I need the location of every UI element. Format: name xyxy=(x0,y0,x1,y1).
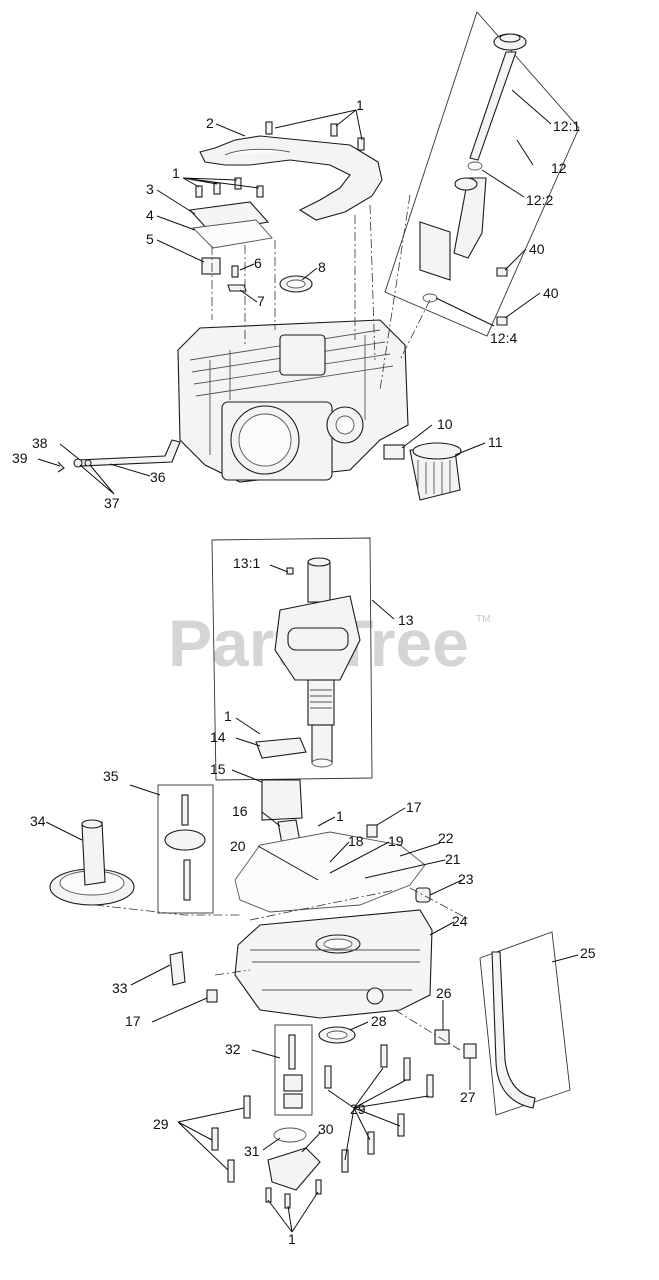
callout-36: 36 xyxy=(150,469,166,485)
callout-6: 6 xyxy=(254,255,262,271)
tube-box xyxy=(479,931,571,1116)
callout-5: 5 xyxy=(146,231,154,247)
tube-25 xyxy=(491,951,536,1109)
callout-35: 35 xyxy=(103,768,119,784)
callout-34: 34 xyxy=(30,813,46,829)
callout-23: 23 xyxy=(458,871,474,887)
oil-filter xyxy=(383,442,462,501)
callout-16: 16 xyxy=(232,803,248,819)
plate-14 xyxy=(255,737,307,759)
callout-20: 20 xyxy=(230,838,246,854)
callout-29-left: 29 xyxy=(153,1116,169,1132)
callout-24: 24 xyxy=(452,913,468,929)
callout-17-bottom: 17 xyxy=(125,1013,141,1029)
bracket xyxy=(199,135,383,221)
callout-4: 4 xyxy=(146,207,154,223)
callout-12: 12 xyxy=(551,160,567,176)
insert-15 xyxy=(261,779,303,821)
callout-32: 32 xyxy=(225,1041,241,1057)
callout-40-b: 40 xyxy=(543,285,559,301)
callout-1-cover: 1 xyxy=(172,165,180,181)
callout-30: 30 xyxy=(318,1121,334,1137)
gasket-22 xyxy=(234,831,426,913)
callout-15: 15 xyxy=(210,761,226,777)
callout-14: 14 xyxy=(210,729,226,745)
part-23 xyxy=(415,887,431,903)
callout-8: 8 xyxy=(318,259,326,275)
fitting-27 xyxy=(463,1043,477,1059)
callout-21: 21 xyxy=(445,851,461,867)
dipstick-group-box xyxy=(384,11,580,337)
callout-1-mid: 1 xyxy=(336,808,344,824)
callout-1-top: 1 xyxy=(356,97,364,113)
callout-12-1: 12:1 xyxy=(553,118,580,134)
callout-27: 27 xyxy=(460,1089,476,1105)
crankshaft xyxy=(274,557,361,768)
camshaft xyxy=(49,819,135,906)
callout-2: 2 xyxy=(206,115,214,131)
callout-40-a: 40 xyxy=(529,241,545,257)
callout-1-plate: 1 xyxy=(224,708,232,724)
watermark-tm: TM xyxy=(476,614,490,625)
part-32-box xyxy=(274,1024,313,1116)
clip-7 xyxy=(227,284,247,292)
crankshaft-group-box xyxy=(211,537,373,781)
callout-22: 22 xyxy=(438,830,454,846)
crankcase-cover xyxy=(234,909,433,1019)
callout-37: 37 xyxy=(104,495,120,511)
governor xyxy=(164,794,206,901)
callout-28: 28 xyxy=(371,1013,387,1029)
callout-18: 18 xyxy=(348,833,364,849)
part-17-top xyxy=(366,824,378,838)
callout-12-2: 12:2 xyxy=(526,192,553,208)
callouts: 1 2 1 3 4 5 6 7 8 12:1 12 12:2 40 40 12:… xyxy=(12,97,596,1247)
fitting-26 xyxy=(434,1029,450,1045)
bolts-top xyxy=(195,121,365,278)
o-ring-31 xyxy=(273,1127,307,1143)
callout-39: 39 xyxy=(12,450,28,466)
gasket xyxy=(192,219,273,249)
part-33 xyxy=(169,951,186,986)
dipstick xyxy=(419,33,527,326)
callout-26: 26 xyxy=(436,985,452,1001)
callout-7: 7 xyxy=(257,293,265,309)
bolts-29 xyxy=(211,1044,434,1209)
engine-block xyxy=(177,319,409,483)
callout-3: 3 xyxy=(146,181,154,197)
callout-17-top: 17 xyxy=(406,799,422,815)
block-5 xyxy=(201,257,221,275)
callout-13-1: 13:1 xyxy=(233,555,260,571)
callout-19: 19 xyxy=(388,833,404,849)
callout-25: 25 xyxy=(580,945,596,961)
callout-29-right: 29 xyxy=(350,1101,366,1117)
callout-10: 10 xyxy=(437,416,453,432)
callout-31: 31 xyxy=(244,1143,260,1159)
part-17-bottom xyxy=(206,989,218,1003)
plate-30 xyxy=(267,1147,321,1191)
callout-1-bottom: 1 xyxy=(288,1231,296,1247)
callout-12-4: 12:4 xyxy=(490,330,517,346)
callout-38: 38 xyxy=(32,435,48,451)
governor-box xyxy=(157,784,214,914)
leader-lines xyxy=(37,89,579,1233)
callout-13: 13 xyxy=(398,612,414,628)
callout-11: 11 xyxy=(488,434,503,450)
callout-33: 33 xyxy=(112,980,128,996)
